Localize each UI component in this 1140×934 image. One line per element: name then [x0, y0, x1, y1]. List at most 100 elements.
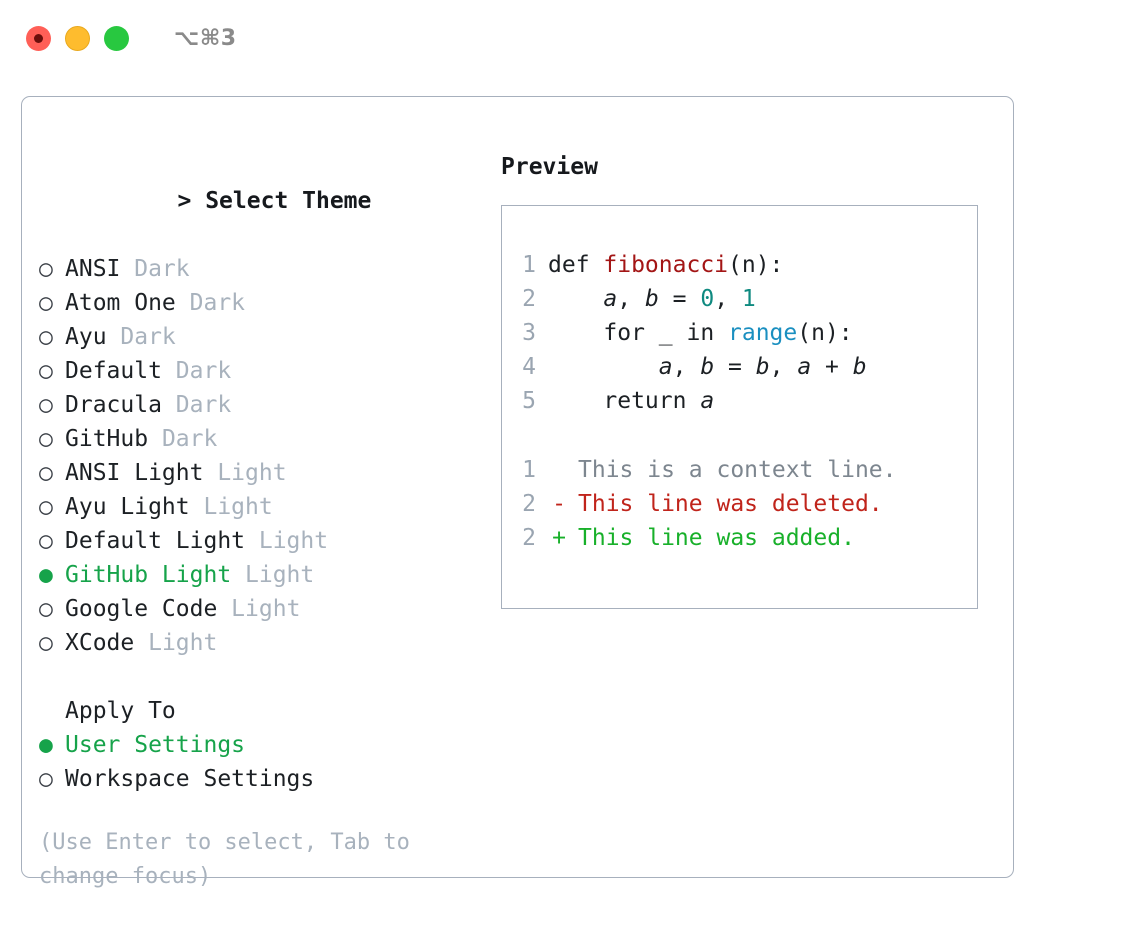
theme-variant-badge: Light [203, 460, 287, 486]
apply-to-marker-placeholder [39, 694, 65, 728]
code-token-var: b [852, 354, 867, 380]
theme-variant-badge: Light [134, 630, 218, 656]
radio-unselected-icon: ○ [39, 630, 53, 656]
theme-variant-badge: Dark [161, 392, 232, 418]
diff-sign: + [552, 525, 566, 551]
theme-option-xcode[interactable]: ○XCode Light [39, 626, 499, 660]
theme-option-default-light[interactable]: ○ Default Light Light [39, 524, 499, 558]
code-token-fn: fibonacci [603, 252, 729, 278]
radio-unselected-icon: ○ [39, 324, 53, 350]
radio-unselected-icon: ○ [39, 460, 53, 486]
theme-option-ansi-light[interactable]: ○ANSI Light Light [39, 456, 499, 490]
code-token-call: range [728, 320, 798, 346]
radio-unselected-icon: ○ [39, 392, 53, 418]
radio-unselected-icon: ○ [39, 766, 53, 792]
code-line-content: return a [548, 384, 714, 418]
preview-heading: Preview [501, 154, 598, 180]
code-token-var: a [797, 354, 812, 380]
apply-to-option-label: User Settings [65, 732, 246, 758]
code-token-plain: , [769, 354, 798, 380]
theme-variant-badge: Dark [148, 426, 218, 452]
theme-option-github[interactable]: ○GitHub Dark [39, 422, 499, 456]
code-token-var: b [755, 354, 770, 380]
code-line-number: 3 [522, 320, 536, 346]
diff-sign: - [552, 491, 566, 517]
theme-option-label: Atom One [65, 290, 176, 316]
prompt-caret-icon: > [177, 188, 192, 214]
diff-line-text: This is a context line. [578, 457, 897, 483]
diff-sign [548, 453, 570, 487]
theme-option-google-code[interactable]: ○Google Code Light [39, 592, 499, 626]
code-token-plain: + [811, 354, 853, 380]
select-theme-title: Select Theme [205, 188, 372, 214]
code-token-var: a [658, 354, 673, 380]
code-token-plain: , [714, 286, 742, 312]
theme-option-label: GitHub [65, 426, 149, 452]
code-token-var: b [700, 354, 715, 380]
code-token-plain: (n): [797, 320, 853, 346]
theme-option-ayu[interactable]: ○Ayu Dark [39, 320, 499, 354]
code-token-plain: for _ in [548, 320, 729, 346]
theme-variant-badge: Light [217, 596, 301, 622]
title-bar: ⌥⌘3 [0, 0, 1140, 76]
theme-variant-badge: Dark [120, 256, 190, 282]
code-line: 4 a, b = b, a + b [514, 350, 971, 384]
apply-to-option-list: ● User Settings ○Workspace Settings [39, 728, 499, 796]
minimize-window-button[interactable] [65, 25, 90, 51]
theme-option-github-light[interactable]: ●GitHub Light Light [39, 558, 499, 592]
theme-variant-badge: Light [189, 494, 273, 520]
code-token-plain: return [548, 388, 701, 414]
theme-option-ayu-light[interactable]: ○Ayu Light Light [39, 490, 499, 524]
diff-line-number: 1 [522, 457, 536, 483]
code-line: 1 def fibonacci(n): [514, 248, 971, 282]
code-token-plain: = [658, 286, 701, 312]
radio-selected-icon: ● [39, 732, 53, 758]
code-token-plain [548, 354, 659, 380]
radio-unselected-icon: ○ [39, 596, 53, 622]
radio-unselected-icon: ○ [39, 528, 53, 554]
theme-option-label: Ayu Light [65, 494, 190, 520]
code-line-number: 1 [522, 252, 536, 278]
select-theme-heading: > Select Theme [39, 150, 499, 252]
theme-variant-badge: Dark [175, 290, 246, 316]
theme-option-label: Default Light [65, 528, 246, 554]
keyboard-shortcut-label: ⌥⌘3 [174, 25, 237, 51]
theme-option-label: Dracula [65, 392, 162, 418]
code-line-number: 5 [522, 388, 536, 414]
theme-option-label: ANSI [65, 256, 121, 282]
theme-variant-badge: Light [231, 562, 315, 588]
theme-option-atom-one[interactable]: ○Atom One Dark [39, 286, 499, 320]
section-spacer [39, 660, 499, 694]
code-line-content: for _ in range(n): [548, 316, 853, 350]
code-token-plain [548, 286, 603, 312]
diff-line-add: 2+This line was added. [514, 521, 971, 555]
diff-line-text: This line was added. [578, 525, 855, 551]
code-token-plain: def [548, 252, 604, 278]
theme-option-default[interactable]: ○Default Dark [39, 354, 499, 388]
apply-to-option-user-settings[interactable]: ● User Settings [39, 728, 499, 762]
code-line-number: 2 [522, 286, 536, 312]
theme-option-label: GitHub Light [65, 562, 232, 588]
theme-option-dracula[interactable]: ○ Dracula Dark [39, 388, 499, 422]
theme-option-ansi[interactable]: ○ANSI Dark [39, 252, 499, 286]
code-line-number: 4 [522, 354, 536, 380]
diff-line-number: 2 [522, 491, 536, 517]
code-line-content: def fibonacci(n): [548, 248, 783, 282]
theme-variant-badge: Light [245, 528, 329, 554]
close-window-button[interactable] [26, 25, 51, 51]
maximize-window-button[interactable] [104, 25, 129, 51]
apply-to-title: Apply To [65, 698, 176, 724]
code-token-plain: = [714, 354, 756, 380]
diff-line-text: This line was deleted. [578, 491, 883, 517]
theme-variant-badge: Dark [106, 324, 176, 350]
code-token-var: b [644, 286, 659, 312]
apply-to-option-workspace-settings[interactable]: ○Workspace Settings [39, 762, 499, 796]
diff-line-context: 1 This is a context line. [514, 453, 971, 487]
code-line: 3 for _ in range(n): [514, 316, 971, 350]
code-line-content: a, b = 0, 1 [548, 282, 755, 316]
code-token-plain: (n): [728, 252, 784, 278]
code-line: 5 return a [514, 384, 971, 418]
